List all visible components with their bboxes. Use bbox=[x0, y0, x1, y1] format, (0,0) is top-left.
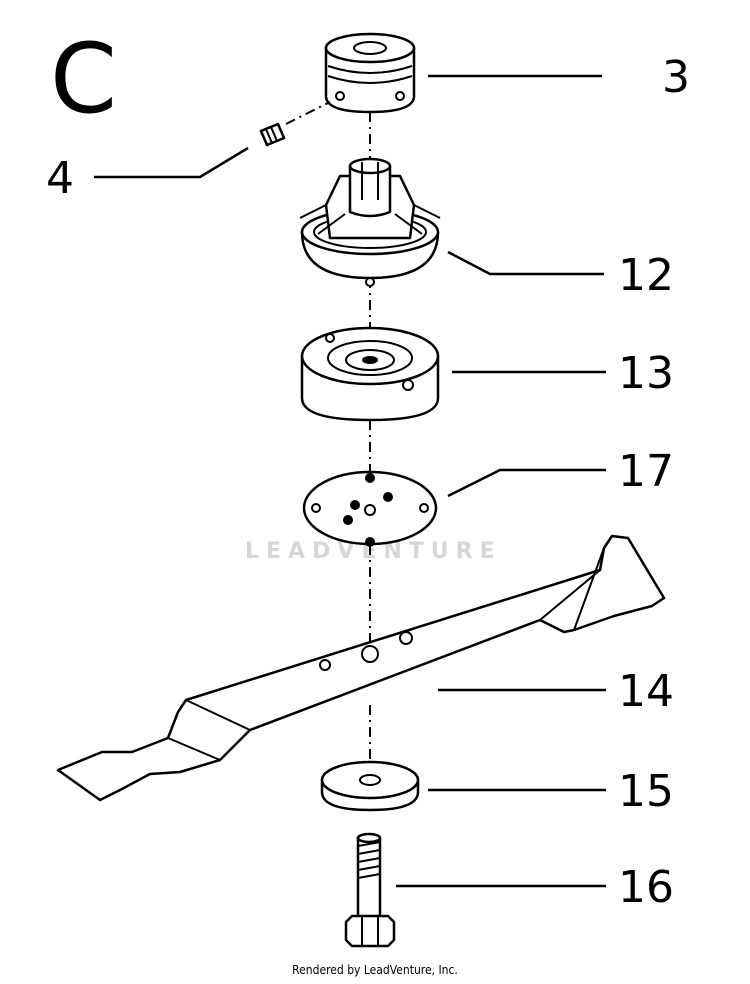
callout-13: 13 bbox=[618, 348, 674, 399]
callout-17: 17 bbox=[618, 446, 674, 497]
callout-15: 15 bbox=[618, 766, 674, 817]
part-adapter bbox=[300, 326, 440, 422]
part-bolt bbox=[344, 832, 396, 948]
callout-12: 12 bbox=[618, 250, 674, 301]
part-washer bbox=[320, 760, 420, 812]
part-hub bbox=[299, 157, 441, 287]
callout-14: 14 bbox=[618, 666, 674, 717]
credit-text: Rendered by LeadVenture, Inc. bbox=[292, 963, 458, 977]
callouts: 3 4 12 13 17 14 15 16 bbox=[46, 52, 690, 913]
leader-lines bbox=[94, 74, 606, 888]
part-blade bbox=[56, 534, 666, 802]
part-plate bbox=[302, 470, 438, 547]
part-pulley bbox=[324, 32, 416, 114]
callout-4: 4 bbox=[46, 153, 74, 204]
callout-3: 3 bbox=[662, 52, 690, 103]
callout-16: 16 bbox=[618, 862, 674, 913]
section-letter: C bbox=[50, 23, 117, 135]
part-set-screw bbox=[259, 101, 331, 147]
